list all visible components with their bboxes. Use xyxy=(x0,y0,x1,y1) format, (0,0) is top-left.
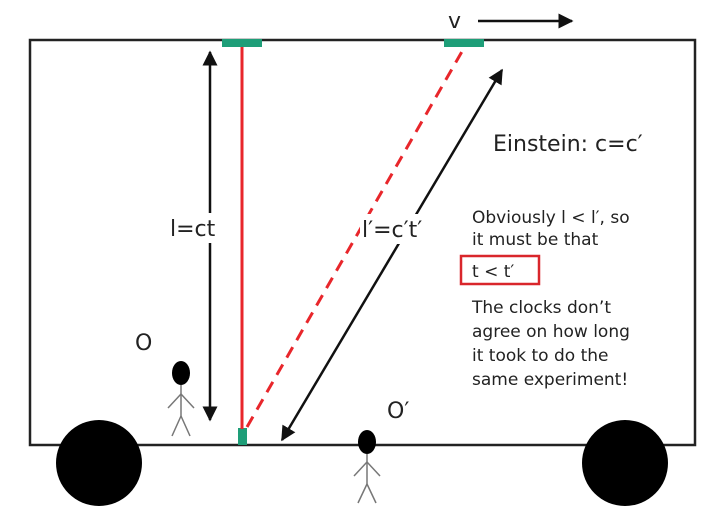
conclusion-line-4: same experiment! xyxy=(472,370,628,390)
observer-o-figure xyxy=(167,361,195,437)
observer-o-prime-figure xyxy=(353,430,381,504)
explanation-line-2: it must be that xyxy=(472,230,599,250)
moving-path-label: l′=c′t′ xyxy=(362,218,422,243)
einstein-label: Einstein: c=c′ xyxy=(493,132,643,157)
moving-label-bg xyxy=(360,214,458,244)
velocity-label: v xyxy=(448,9,461,34)
stationary-path-label: l=ct xyxy=(170,217,216,242)
right-wheel xyxy=(582,420,668,506)
conclusion-line-2: agree on how long xyxy=(472,322,630,342)
left-wheel xyxy=(56,420,142,506)
top-mirror-stationary xyxy=(222,39,262,47)
conclusion-line-3: it took to do the xyxy=(472,346,608,366)
observer-o-prime-label: O′ xyxy=(387,399,409,424)
bottom-mirror xyxy=(238,428,247,445)
conclusion-line-1: The clocks don’t xyxy=(471,298,611,318)
stationary-label-bg xyxy=(168,213,226,243)
observer-o-label: O xyxy=(135,331,152,356)
top-mirror-moving xyxy=(444,39,484,47)
explanation-line-1: Obviously l < l′, so xyxy=(472,208,630,228)
highlight-text: t < t′ xyxy=(472,262,514,282)
moving-length-arrow xyxy=(280,68,504,442)
highlight-box xyxy=(459,254,541,286)
